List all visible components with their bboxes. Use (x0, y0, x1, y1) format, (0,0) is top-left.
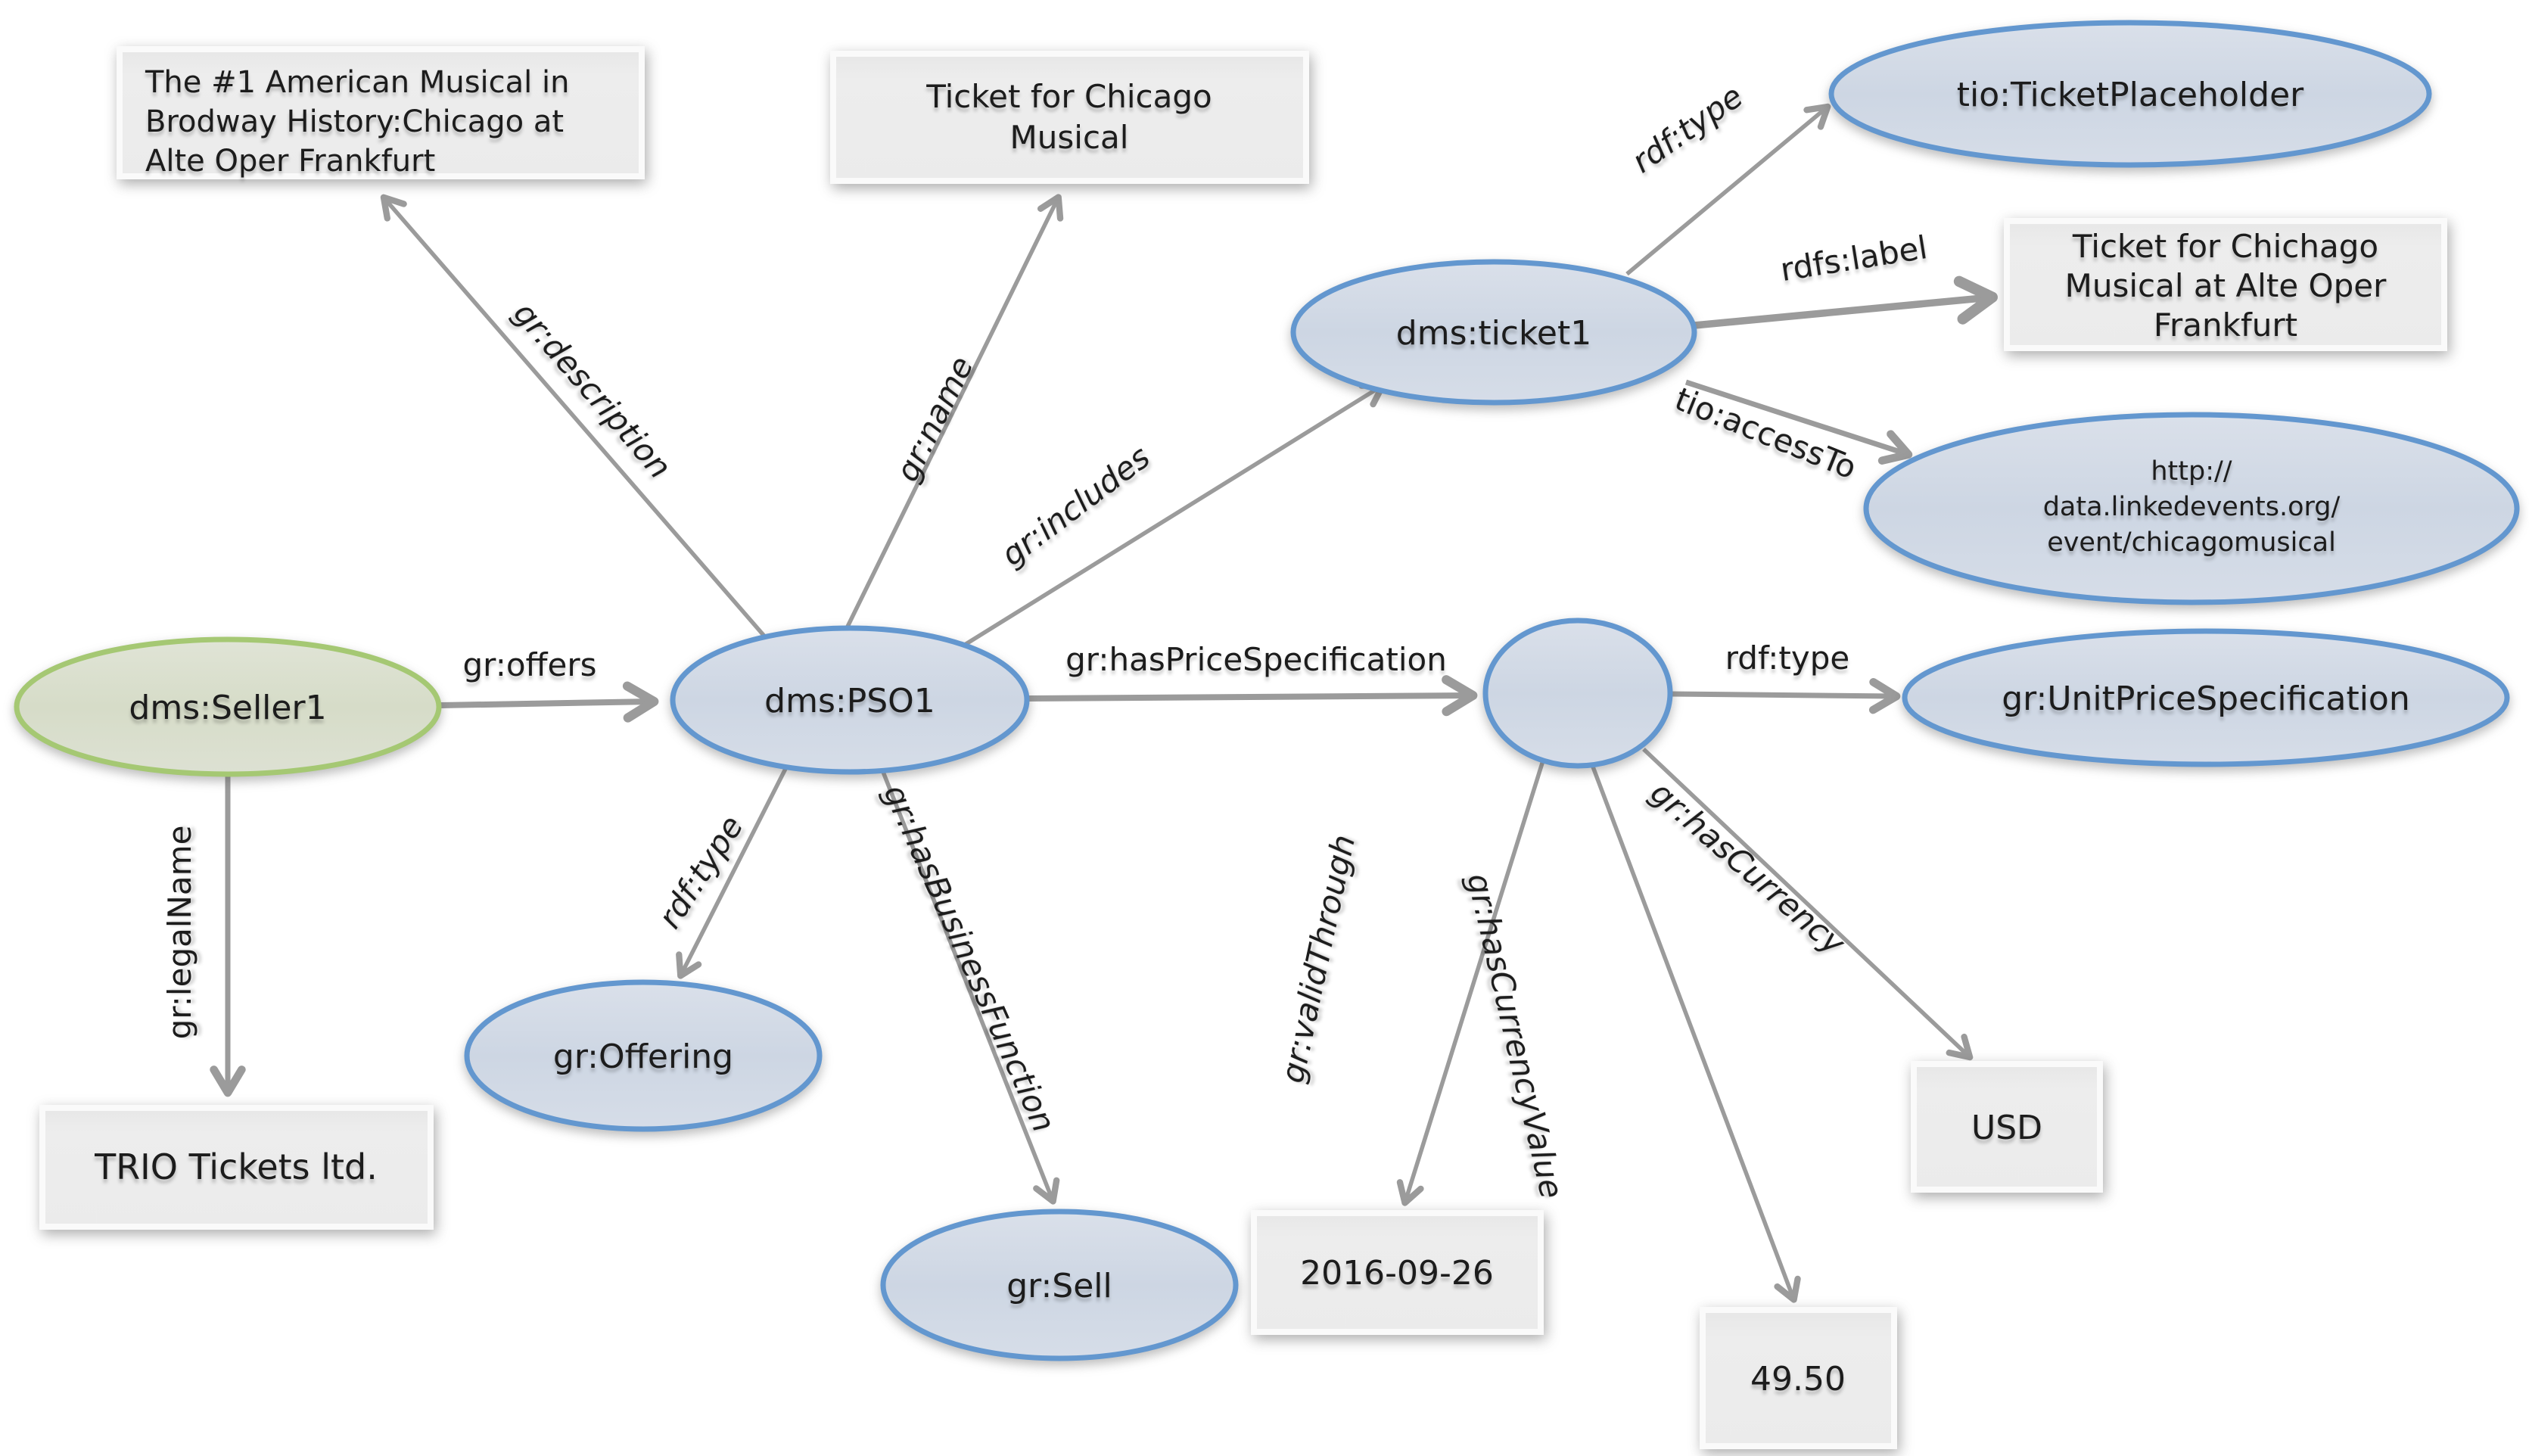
rdfs-label-box (2004, 218, 2447, 351)
edge-rdfs-label-line (1694, 275, 1998, 329)
edge-label-rdfs-label: rdfs:label (1778, 229, 1930, 288)
edge-gr-validThrough-line (1396, 758, 1546, 1206)
node-dms-pso1: dms:PSO1 (670, 625, 1030, 775)
node-access-uri: http:// data.linkedevents.org/ event/chi… (1863, 412, 2520, 605)
edge-rdf-type-offering-line (676, 764, 789, 979)
node-gr-sell: gr:Sell (880, 1209, 1239, 1361)
valid-through-box (1251, 1210, 1544, 1335)
node-blank-price-spec (1482, 618, 1673, 769)
currency-value-value: 49.50 (1750, 1360, 1846, 1398)
edge-label-tio-accessTo: tio:accessTo (1670, 380, 1862, 486)
edge-label-gr-hasBusinessFunction: gr:hasBusinessFunction (876, 779, 1063, 1137)
edge-gr-name-line (845, 194, 1064, 628)
edge-label-gr-hasCurrencyValue: gr:hasCurrencyValue (1460, 870, 1571, 1202)
rdfs-label-line2: Musical at Alte Oper (2065, 267, 2387, 304)
currency-value-usd: USD (1971, 1109, 2042, 1147)
edge-label-rdf-type-ups: rdf:type (1725, 639, 1849, 677)
description-box (117, 46, 645, 179)
description-line1: The #1 American Musical in (145, 65, 569, 100)
edge-label-rdf-type-ticket: rdf:type (1625, 77, 1750, 180)
ticketplaceholder-label: tio:TicketPlaceholder (1957, 76, 2304, 114)
unitpricespecification-label: gr:UnitPriceSpecification (2002, 680, 2409, 718)
access-uri-line1: http:// (2151, 456, 2232, 487)
sell-ellipse (880, 1209, 1239, 1361)
offering-label: gr:Offering (553, 1038, 733, 1076)
access-uri-line3: event/chicagomusical (2047, 527, 2336, 558)
edges (210, 103, 1998, 1303)
pso1-ellipse (670, 625, 1030, 775)
literal-currency: USD (1911, 1061, 2103, 1193)
edge-label-gr-hasCurrency: gr:hasCurrency (1643, 774, 1852, 963)
edge-gr-offers-line (440, 681, 659, 723)
unitpricespecification-ellipse (1902, 628, 2510, 767)
nodes: dms:Seller1 dms:PSO1 dms:ticket1 tio:Tic… (14, 20, 2520, 1361)
name-line2: Musical (1010, 119, 1129, 156)
ticket1-label: dms:ticket1 (1396, 314, 1591, 353)
literal-description: The #1 American Musical in Brodway Histo… (117, 46, 645, 179)
literal-legal-name: TRIO Tickets ltd. (39, 1105, 434, 1230)
node-tio-ticketplaceholder: tio:TicketPlaceholder (1828, 20, 2432, 168)
edge-label-gr-legalName: gr:legalName (161, 826, 198, 1040)
edge-gr-includes-line (953, 381, 1386, 653)
edge-gr-hasBusinessFunction-line (879, 767, 1060, 1205)
node-dms-seller1: dms:Seller1 (14, 636, 442, 777)
ticketplaceholder-ellipse (1828, 20, 2432, 168)
edge-tio-accessTo-line (1684, 379, 1913, 465)
edge-label-gr-validThrough: gr:validThrough (1274, 832, 1362, 1087)
edge-gr-hasCurrency-line (1642, 748, 1974, 1061)
ticket1-ellipse (1290, 259, 1697, 406)
literals: The #1 American Musical in Brodway Histo… (39, 46, 2447, 1449)
edge-label-gr-offers: gr:offers (463, 646, 597, 683)
literal-valid-through: 2016-09-26 (1251, 1210, 1544, 1335)
name-box (830, 51, 1309, 184)
node-gr-unitpricespecification: gr:UnitPriceSpecification (1902, 628, 2510, 767)
literal-name: Ticket for Chicago Musical (830, 51, 1309, 184)
node-dms-ticket1: dms:ticket1 (1290, 259, 1697, 406)
legal-name-value: TRIO Tickets ltd. (94, 1146, 378, 1187)
currency-value-box (1700, 1307, 1897, 1449)
edge-label-gr-includes: gr:includes (994, 438, 1157, 574)
seller1-label: dms:Seller1 (129, 689, 326, 727)
seller1-ellipse (14, 636, 442, 777)
description-line2: Brodway History:Chicago at (145, 104, 564, 139)
edge-label-gr-hasPriceSpecification: gr:hasPriceSpecification (1065, 641, 1447, 678)
rdfs-label-line3: Frankfurt (2154, 306, 2297, 344)
sell-label: gr:Sell (1006, 1267, 1112, 1305)
edge-rdf-type-ticket-line (1625, 103, 1831, 276)
edge-gr-hasPriceSpecification-line (1028, 675, 1478, 717)
legal-name-box (39, 1105, 434, 1230)
name-line1: Ticket for Chicago (925, 78, 1212, 115)
blank-node-ellipse (1482, 618, 1673, 769)
edge-rdf-type-ups-line (1670, 678, 1901, 714)
literal-currency-value: 49.50 (1700, 1307, 1897, 1449)
edge-gr-hasCurrencyValue-line (1589, 762, 1801, 1303)
valid-through-value: 2016-09-26 (1300, 1254, 1494, 1293)
pso1-label: dms:PSO1 (764, 682, 935, 720)
literal-rdfs-label: Ticket for Chichago Musical at Alte Oper… (2004, 218, 2447, 351)
access-uri-line2: data.linkedevents.org/ (2043, 492, 2341, 522)
access-uri-ellipse (1863, 412, 2520, 605)
edge-label-gr-description: gr:description (506, 294, 679, 485)
currency-box (1911, 1061, 2103, 1193)
node-gr-offering: gr:Offering (464, 979, 823, 1132)
offering-ellipse (464, 979, 823, 1132)
edge-label-gr-name: gr:name (888, 350, 981, 487)
description-line3: Alte Oper Frankfurt (145, 144, 435, 179)
rdfs-label-line1: Ticket for Chichago (2072, 228, 2378, 265)
edge-gr-description-line (380, 194, 774, 646)
